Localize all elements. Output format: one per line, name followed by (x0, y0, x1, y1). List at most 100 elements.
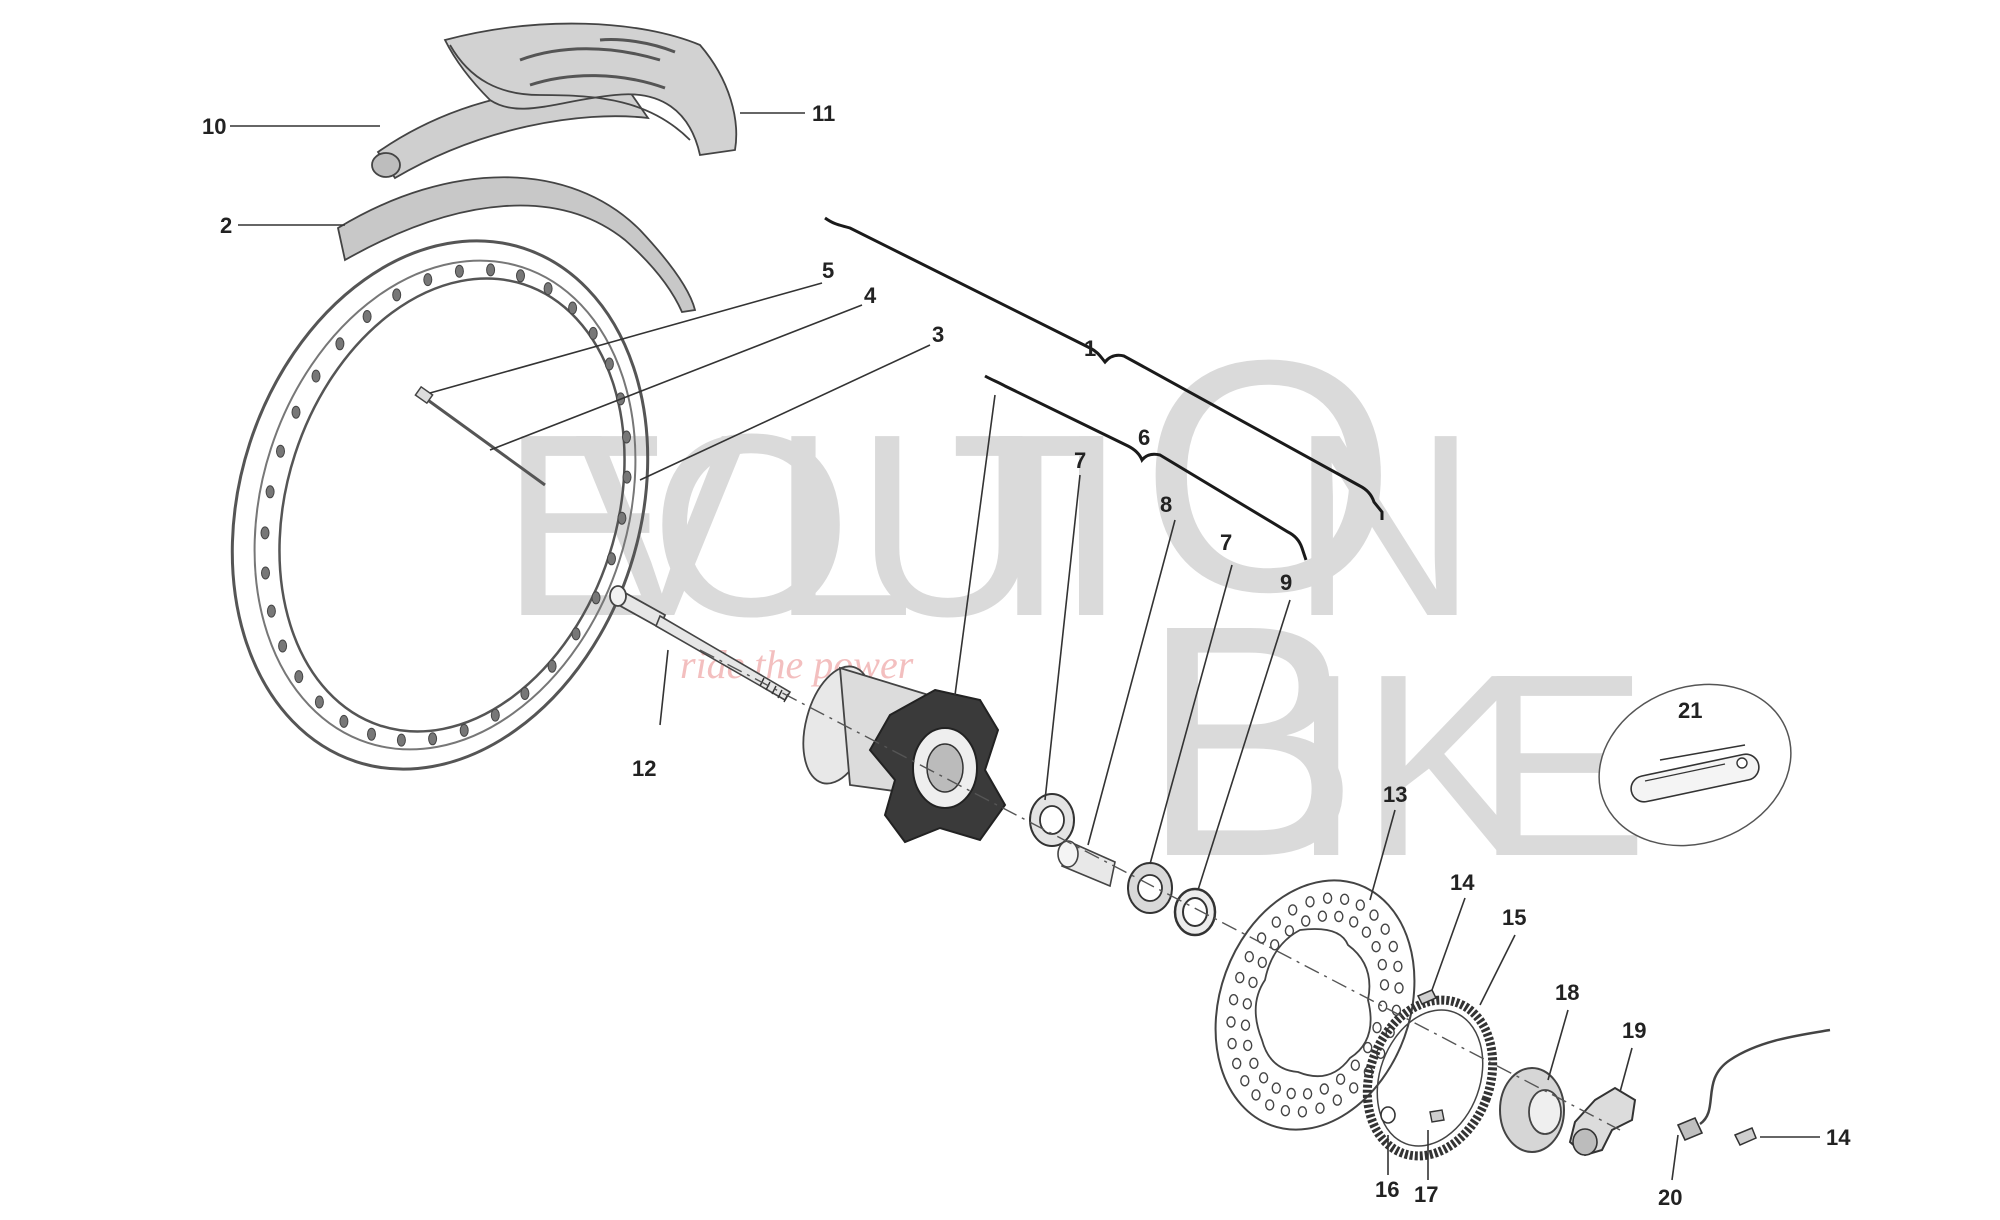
leader-3-hub (954, 394, 996, 696)
spoke-hole (543, 282, 553, 296)
leader-12 (659, 649, 669, 726)
disc-hole (1377, 1000, 1388, 1012)
rim-outer (230, 239, 650, 771)
disc-hole (1280, 1104, 1291, 1117)
sensor-bolt (1733, 1127, 1757, 1146)
disc-hole (1305, 896, 1315, 908)
leader-18 (1547, 1009, 1569, 1081)
leader-3 (639, 344, 931, 481)
inner-tube (376, 87, 650, 180)
label-21: 21 (1678, 698, 1702, 723)
disc-hole (1300, 915, 1311, 927)
rim-tape (336, 176, 697, 313)
leader-lines (230, 112, 1820, 1181)
spoke-hole (486, 263, 496, 277)
rim-mid (253, 259, 637, 751)
washer (1380, 1106, 1396, 1124)
watermark-letter: I (1290, 621, 1362, 911)
label-15: 15 (1502, 905, 1526, 930)
leader-20 (1671, 1134, 1679, 1181)
spoke-hole (607, 552, 616, 566)
spoke-hole (516, 269, 525, 283)
watermark-letter: B (1140, 556, 1360, 925)
label-11: 11 (812, 101, 835, 126)
spoke-hole (568, 301, 578, 315)
spoke-hole (266, 604, 276, 618)
tyre-inner-wall (449, 44, 691, 141)
label-20: 20 (1658, 1185, 1682, 1210)
disc-hole (1322, 892, 1333, 904)
rim (230, 239, 650, 771)
spoke-hole (622, 470, 632, 484)
bearing-left (1029, 793, 1075, 847)
spoke-hole (423, 273, 433, 287)
disc-hole (1348, 1082, 1359, 1094)
brace-group-1 (824, 216, 1384, 520)
disc-hole (1287, 904, 1298, 916)
disc-hole (1362, 1041, 1373, 1054)
label-14a: 14 (1450, 870, 1475, 895)
brace-group-6 (984, 374, 1308, 561)
watermark: E V O L U T I O N B I K E ride the power (500, 291, 1648, 925)
spoke-hole (622, 430, 631, 444)
leader-19 (1619, 1047, 1633, 1093)
label-3: 3 (932, 322, 944, 347)
abs-sensor-cable (1699, 1028, 1831, 1126)
spoke-hole (291, 405, 301, 419)
spoke-hole (428, 732, 438, 746)
tyre-tread (519, 38, 676, 90)
tyre-section (443, 22, 738, 157)
label-1: 1 (1084, 336, 1096, 361)
leader-5 (429, 282, 823, 394)
disc-hole (1257, 956, 1268, 969)
leader-13 (1369, 809, 1396, 901)
spoke-hole (571, 627, 581, 641)
spoke-hole (294, 670, 304, 684)
label-18: 18 (1555, 980, 1579, 1005)
spoke-hole (362, 310, 372, 323)
leader-21 (1659, 744, 1746, 761)
disc-hole (1393, 960, 1403, 973)
bearing-spacer (1057, 840, 1116, 888)
disc-hole (1334, 910, 1344, 923)
spoke-hole (396, 733, 406, 747)
spoke-hole (311, 369, 321, 383)
wheel-hub (802, 665, 1007, 844)
label-10: 10 (202, 114, 226, 139)
assembly-axis (699, 649, 1621, 1131)
disc-hole (1335, 1073, 1346, 1085)
brake-disc (1214, 879, 1416, 1131)
valve-plate (1630, 753, 1760, 803)
disc-hole (1394, 982, 1404, 994)
spoke-hole (339, 714, 349, 728)
spoke-hole (520, 687, 530, 700)
spoke-hole (335, 337, 345, 351)
disc-hole (1227, 1037, 1237, 1050)
label-4: 4 (864, 283, 877, 308)
disc-hole (1379, 979, 1390, 991)
disc-hole (1371, 941, 1381, 953)
label-17: 17 (1414, 1182, 1438, 1207)
spoke-hole (547, 659, 557, 673)
label-5: 5 (822, 258, 834, 283)
disc-hole (1388, 940, 1399, 953)
disc-hole (1271, 916, 1282, 928)
spoke-hole (454, 264, 464, 278)
disc-hole (1377, 958, 1388, 971)
disc-hole (1332, 1094, 1343, 1106)
spoke-hole (490, 708, 500, 722)
inner-tube-end (371, 152, 401, 178)
spoke-hole (261, 566, 270, 580)
leader-8 (1087, 519, 1176, 846)
leader-7a (1044, 474, 1081, 801)
spoke-hole (392, 288, 402, 302)
disc-hole (1242, 1039, 1253, 1052)
watermark-letter: T (950, 381, 1109, 671)
label-9: 9 (1280, 570, 1292, 595)
spoke-hole (276, 444, 285, 458)
disc-hole (1258, 1072, 1269, 1084)
disc-hole (1248, 976, 1258, 989)
leader-15 (1479, 934, 1516, 1006)
leader-9 (1197, 599, 1291, 891)
disc-hole (1231, 1057, 1242, 1070)
